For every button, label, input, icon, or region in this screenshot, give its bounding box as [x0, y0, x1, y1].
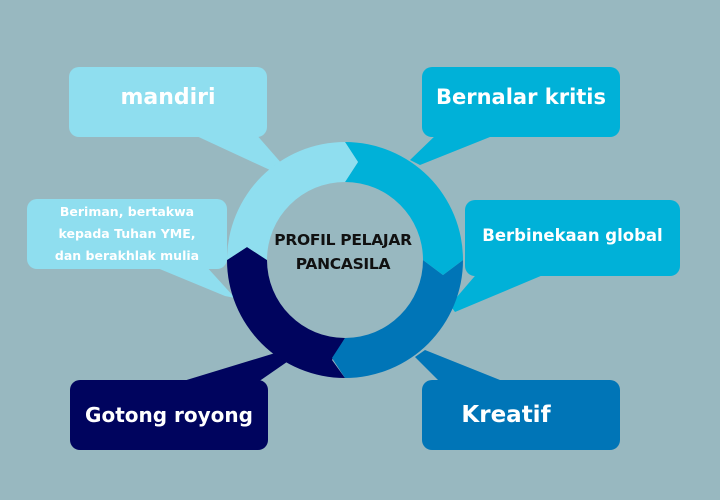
callout-tail-nalar — [410, 133, 500, 165]
node-label-line: kepada Tuhan YME, — [58, 226, 196, 241]
node-label: Bernalar kritis — [435, 85, 607, 109]
ring-segment-bottom-right — [332, 260, 463, 378]
ring-segment-top-left — [227, 142, 358, 260]
node-label: Kreatif — [461, 402, 551, 428]
ring — [227, 142, 463, 378]
ring-segment-bottom-left — [227, 247, 345, 378]
diagram-title: PROFIL PELAJAR PANCASILA — [258, 228, 428, 276]
node-label: mandiri — [120, 84, 216, 110]
node-gotong-royong: Gotong royong — [70, 380, 268, 450]
title-line: PROFIL PELAJAR — [274, 231, 412, 249]
node-beriman: Beriman, bertakwa kepada Tuhan YME, dan … — [27, 199, 227, 269]
node-label-line: Beriman, bertakwa — [59, 204, 195, 219]
callout-tail-global — [450, 270, 555, 312]
node-kreatif: Kreatif — [422, 380, 620, 450]
callout-tail-iman — [150, 265, 235, 298]
callout-tail-kreatif — [415, 350, 505, 382]
node-label: Gotong royong — [85, 403, 253, 427]
node-bernalar-kritis: Bernalar kritis — [422, 67, 620, 137]
node-mandiri: mandiri — [69, 67, 267, 137]
title-line: PANCASILA — [295, 255, 391, 273]
node-berbinekaan-global: Berbinekaan global — [465, 200, 680, 276]
ring-segment-top-right — [345, 142, 463, 275]
node-label-line: dan berakhlak mulia — [54, 248, 200, 263]
node-label: Berbinekaan global — [482, 225, 663, 245]
callout-tail-mandiri — [190, 133, 283, 170]
callout-tail-gotong — [180, 350, 297, 382]
